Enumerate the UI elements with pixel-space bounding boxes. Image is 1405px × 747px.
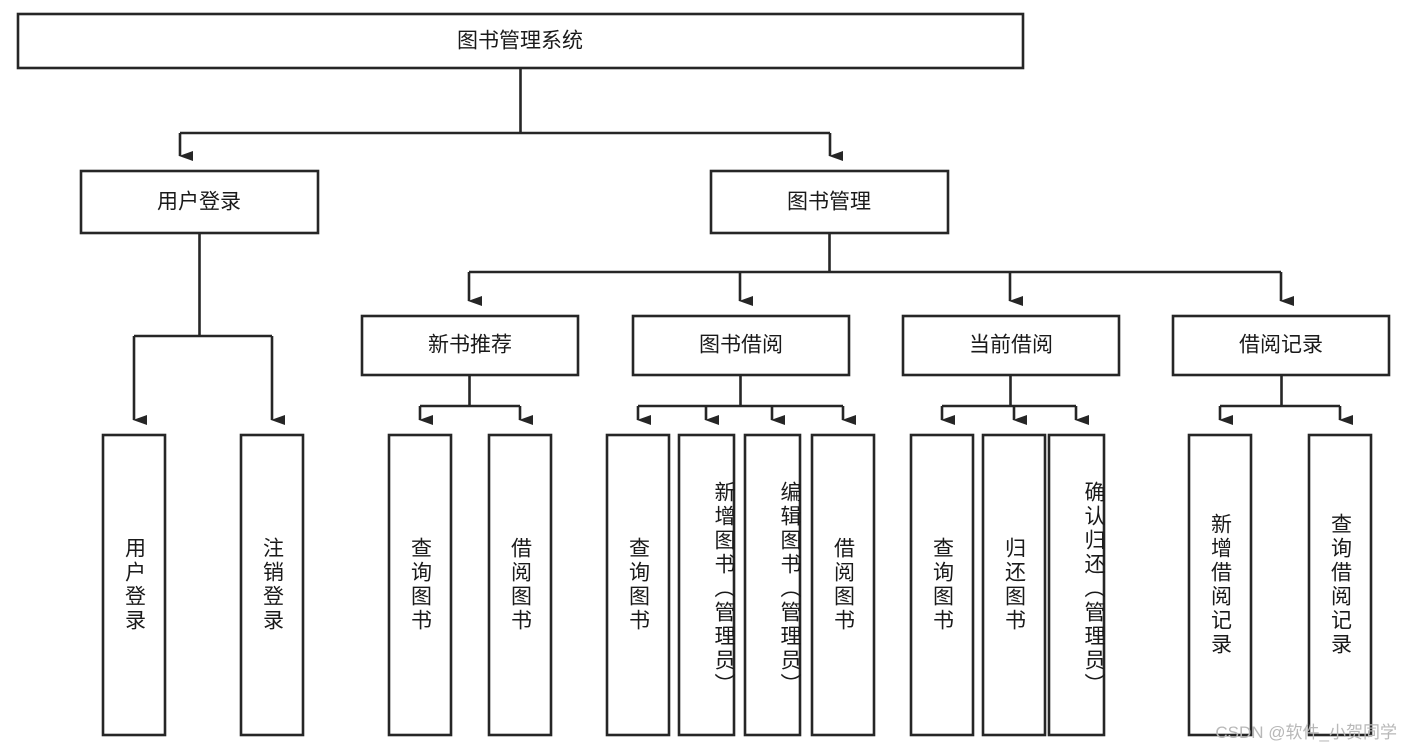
leaf-label-user-login: 用户登录 <box>122 537 146 633</box>
leaf-return-book-box[interactable] <box>981 433 1047 737</box>
root-label: 图书管理系统 <box>457 30 583 53</box>
leaf-add-book-box[interactable] <box>677 433 736 737</box>
current-borrow-label: 当前借阅 <box>969 334 1053 357</box>
leaf-label-confirm-return: 确认归还（管理员） <box>1082 481 1105 697</box>
leaf-label-return-book: 归还图书 <box>1002 537 1026 633</box>
new-book-rec-label: 新书推荐 <box>428 334 512 357</box>
borrow-record-box[interactable] <box>1171 314 1391 377</box>
user-login-label: 用户登录 <box>157 191 241 214</box>
node-book-manage[interactable]: 图书管理 <box>709 169 950 235</box>
current-borrow-box[interactable] <box>901 314 1121 377</box>
book-borrow-box[interactable] <box>631 314 851 377</box>
leaf-query-book-2-box[interactable] <box>605 433 671 737</box>
leaf-add-record-box[interactable] <box>1187 433 1253 737</box>
leaf-box-group <box>101 433 1373 737</box>
book-borrow-label: 图书借阅 <box>699 334 783 357</box>
csdn-watermark: CSDN @软件_小贺同学 <box>1215 723 1397 742</box>
node-root-system[interactable]: 图书管理系统 <box>16 12 1025 70</box>
leaf-label-add-record: 新增借阅记录 <box>1208 513 1232 657</box>
leaf-edit-book-box[interactable] <box>743 433 802 737</box>
leaf-label-borrow-book-2: 借阅图书 <box>831 537 855 633</box>
leaf-label-query-record: 查询借阅记录 <box>1328 513 1352 657</box>
leaf-label-add-book: 新增图书（管理员） <box>712 481 735 697</box>
connector-group <box>132 68 1353 425</box>
leaf-user-login-box[interactable] <box>101 433 167 737</box>
leaf-label-query-book-2: 查询图书 <box>626 537 650 633</box>
borrow-record-label: 借阅记录 <box>1239 334 1323 357</box>
book-manage-box[interactable] <box>709 169 950 235</box>
leaf-label-borrow-book-1: 借阅图书 <box>508 537 532 633</box>
node-borrow-record[interactable]: 借阅记录 <box>1171 314 1391 377</box>
leaf-query-record-box[interactable] <box>1307 433 1373 737</box>
leaf-label-query-book-3: 查询图书 <box>930 537 954 633</box>
node-current-borrow[interactable]: 当前借阅 <box>901 314 1121 377</box>
node-new-book-rec[interactable]: 新书推荐 <box>360 314 580 377</box>
leaf-label-logout: 注销登录 <box>260 537 284 633</box>
leaf-borrow-book-2-box[interactable] <box>810 433 876 737</box>
leaf-label-edit-book: 编辑图书（管理员） <box>778 481 801 697</box>
node-book-borrow[interactable]: 图书借阅 <box>631 314 851 377</box>
leaf-query-book-3-box[interactable] <box>909 433 975 737</box>
root-box[interactable] <box>16 12 1025 70</box>
leaf-logout-box[interactable] <box>239 433 305 737</box>
node-user-login[interactable]: 用户登录 <box>79 169 320 235</box>
leaf-confirm-return-box[interactable] <box>1047 433 1106 737</box>
book-manage-label: 图书管理 <box>787 191 871 214</box>
leaf-borrow-book-1-box[interactable] <box>487 433 553 737</box>
leaf-label-query-book-1: 查询图书 <box>408 537 432 633</box>
leaf-query-book-1-box[interactable] <box>387 433 453 737</box>
new-book-rec-box[interactable] <box>360 314 580 377</box>
user-login-box[interactable] <box>79 169 320 235</box>
